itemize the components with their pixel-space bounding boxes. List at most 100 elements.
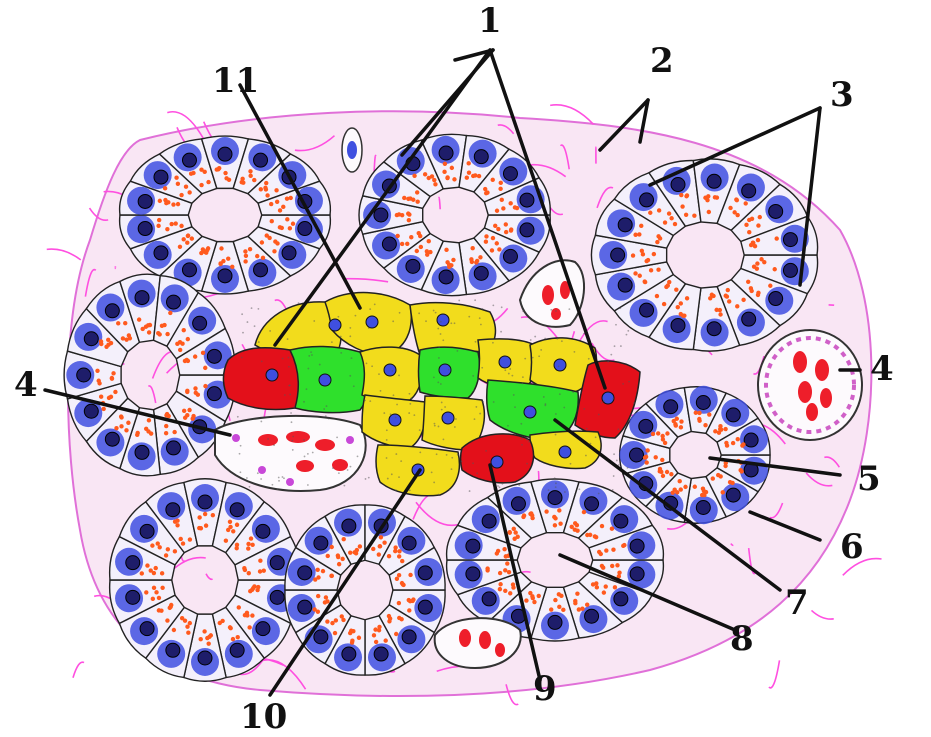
islet-nucleus: [384, 364, 396, 376]
secretory-granule: [522, 376, 524, 378]
zymogen-granule: [197, 515, 201, 519]
nucleus: [140, 524, 154, 538]
secretory-granule: [603, 400, 605, 402]
zymogen-granule: [173, 549, 177, 553]
zymogen-granule: [186, 337, 190, 341]
zymogen-granule: [500, 198, 504, 202]
secretory-granule: [289, 394, 291, 396]
zymogen-granule: [505, 561, 509, 565]
nucleus: [154, 170, 168, 184]
secretory-granule: [522, 310, 524, 312]
zymogen-granule: [285, 196, 289, 200]
zymogen-granule: [187, 190, 191, 194]
zymogen-granule: [201, 351, 205, 355]
zymogen-granule: [755, 266, 759, 270]
secretory-granule: [288, 366, 290, 368]
zymogen-granule: [184, 184, 188, 188]
zymogen-granule: [415, 190, 419, 194]
nucleus: [696, 501, 710, 515]
zymogen-granule: [730, 481, 734, 485]
secretory-granule: [260, 421, 262, 423]
zymogen-granule: [521, 515, 525, 519]
zymogen-granule: [258, 559, 262, 563]
label-10: 10: [240, 697, 287, 737]
islet-cell-alpha: [224, 348, 302, 410]
zymogen-granule: [242, 566, 246, 570]
zymogen-granule: [415, 200, 419, 204]
zymogen-granule: [575, 523, 579, 527]
zymogen-granule: [395, 234, 399, 238]
secretory-granule: [387, 478, 389, 480]
nucleus: [503, 167, 517, 181]
secretory-granule: [307, 453, 309, 455]
secretory-granule: [451, 457, 453, 459]
islet-nucleus: [319, 374, 331, 386]
secretory-granule: [288, 385, 290, 387]
secretory-granule: [544, 338, 546, 340]
secretory-granule: [313, 320, 315, 322]
zymogen-granule: [639, 224, 643, 228]
zymogen-granule: [467, 170, 471, 174]
zymogen-granule: [272, 249, 276, 253]
secretory-granule: [374, 303, 376, 305]
secretory-granule: [386, 429, 388, 431]
secretory-granule: [247, 321, 249, 323]
secretory-granule: [514, 406, 516, 408]
zymogen-granule: [140, 571, 144, 575]
zymogen-granule: [738, 468, 742, 472]
secretory-granule: [502, 483, 504, 485]
nucleus: [182, 153, 196, 167]
islet-nucleus: [499, 356, 511, 368]
secretory-granule: [378, 373, 380, 375]
zymogen-granule: [503, 589, 507, 593]
label-2: 2: [650, 41, 674, 81]
secretory-granule: [386, 457, 388, 459]
secretory-granule: [456, 350, 458, 352]
secretory-granule: [355, 315, 357, 317]
zymogen-granule: [179, 537, 183, 541]
zymogen-granule: [149, 568, 153, 572]
zymogen-granule: [316, 610, 320, 614]
zymogen-granule: [176, 182, 180, 186]
nucleus: [298, 600, 312, 614]
secretory-granule: [251, 307, 253, 309]
zymogen-granule: [485, 566, 489, 570]
zymogen-granule: [261, 256, 265, 260]
zymogen-granule: [610, 527, 614, 531]
secretory-granule: [526, 463, 528, 465]
secretory-granule: [524, 358, 526, 360]
zymogen-granule: [377, 552, 381, 556]
nucleus: [126, 590, 140, 604]
zymogen-granule: [187, 408, 191, 412]
secretory-granule: [555, 310, 557, 312]
zymogen-granule: [116, 321, 120, 325]
secretory-granule: [555, 413, 557, 415]
nucleus: [218, 147, 232, 161]
zymogen-granule: [692, 213, 696, 217]
secretory-granule: [240, 445, 242, 447]
zymogen-granule: [215, 167, 219, 171]
zymogen-granule: [679, 301, 683, 305]
secretory-granule: [508, 373, 510, 375]
zymogen-granule: [507, 570, 511, 574]
secretory-granule: [492, 494, 494, 496]
nucleus: [298, 566, 312, 580]
zymogen-granule: [570, 525, 574, 529]
secretory-granule: [475, 406, 477, 408]
zymogen-granule: [357, 636, 361, 640]
zymogen-granule: [119, 424, 123, 428]
secretory-granule: [396, 404, 398, 406]
zymogen-granule: [160, 586, 164, 590]
nucleus: [314, 536, 328, 550]
secretory-granule: [485, 450, 487, 452]
secretory-granule: [435, 312, 437, 314]
zymogen-granule: [146, 429, 150, 433]
zymogen-granule: [280, 226, 284, 230]
zymogen-granule: [182, 237, 186, 241]
secretory-granule: [457, 454, 459, 456]
secretory-granule: [499, 486, 501, 488]
nucleus: [138, 194, 152, 208]
secretory-granule: [441, 402, 443, 404]
zymogen-granule: [427, 239, 431, 243]
zymogen-granule: [470, 260, 474, 264]
